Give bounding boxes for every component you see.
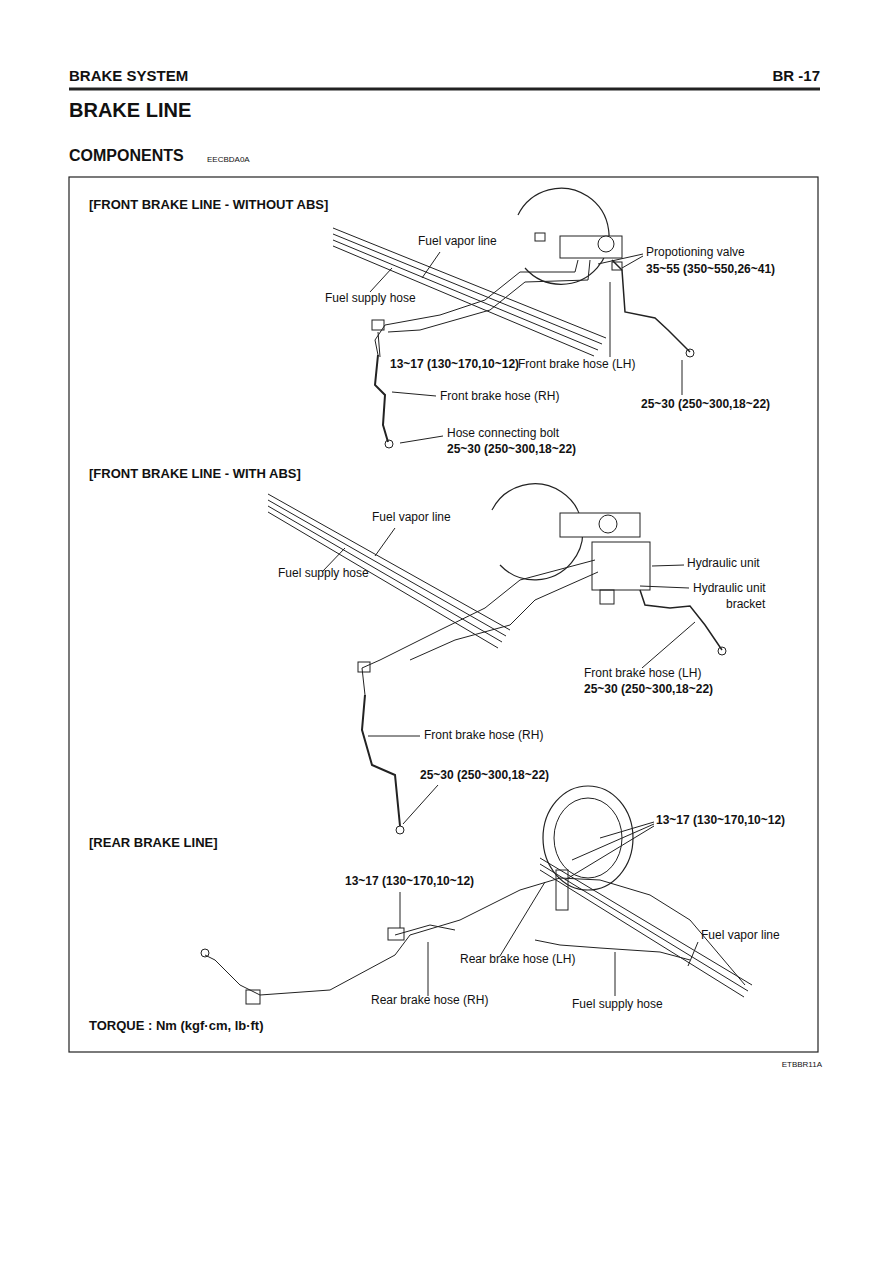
part-label: Front brake hose (LH) bbox=[584, 666, 701, 681]
torque-value: 25~30 (250~300,18~22) bbox=[641, 397, 770, 412]
front-line-without-abs bbox=[333, 188, 694, 448]
part-label: Rear brake hose (LH) bbox=[460, 952, 575, 967]
part-label: Fuel vapor line bbox=[372, 510, 451, 525]
frame bbox=[69, 177, 818, 1052]
part-label: Fuel supply hose bbox=[278, 566, 369, 581]
torque-value: BR -17 bbox=[772, 67, 820, 85]
code-label: EECBDA0A bbox=[207, 154, 250, 165]
part-label: Fuel vapor line bbox=[418, 234, 497, 249]
part-label: bracket bbox=[726, 597, 765, 612]
part-label: Hydraulic unit bbox=[693, 581, 766, 596]
torque-value: 35~55 (350~550,26~41) bbox=[646, 262, 775, 277]
torque-value: [FRONT BRAKE LINE - WITH ABS] bbox=[89, 466, 301, 482]
part-label: Front brake hose (RH) bbox=[440, 389, 559, 404]
torque-value: 25~30 (250~300,18~22) bbox=[420, 768, 549, 783]
torque-value: [REAR BRAKE LINE] bbox=[89, 835, 218, 851]
front-line-with-abs bbox=[268, 484, 726, 834]
part-label: Front brake hose (LH) bbox=[518, 357, 635, 372]
part-label: Front brake hose (RH) bbox=[424, 728, 543, 743]
part-label: Fuel vapor line bbox=[701, 928, 780, 943]
torque-value: 13~17 (130~170,10~12) bbox=[345, 874, 474, 889]
part-label: Hose connecting bolt bbox=[447, 426, 559, 441]
part-label: Fuel supply hose bbox=[325, 291, 416, 306]
torque-value: 25~30 (250~300,18~22) bbox=[584, 682, 713, 697]
part-label: Rear brake hose (RH) bbox=[371, 993, 488, 1008]
torque-value: TORQUE : Nm (kgf·cm, lb·ft) bbox=[89, 1018, 264, 1034]
torque-value: 25~30 (250~300,18~22) bbox=[447, 442, 576, 457]
torque-value: 13~17 (130~170,10~12) bbox=[390, 357, 519, 372]
part-label: Propotioning valve bbox=[646, 245, 745, 260]
header-rule bbox=[69, 88, 820, 91]
code-label: ETBBR11A bbox=[782, 1059, 822, 1070]
torque-value: BRAKE SYSTEM bbox=[69, 67, 188, 85]
torque-value: 13~17 (130~170,10~12) bbox=[656, 813, 785, 828]
torque-value: COMPONENTS bbox=[69, 146, 184, 165]
part-label: Fuel supply hose bbox=[572, 997, 663, 1012]
torque-value: [FRONT BRAKE LINE - WITHOUT ABS] bbox=[89, 197, 328, 213]
part-label: Hydraulic unit bbox=[687, 556, 760, 571]
page-title: BRAKE LINE bbox=[69, 98, 191, 122]
